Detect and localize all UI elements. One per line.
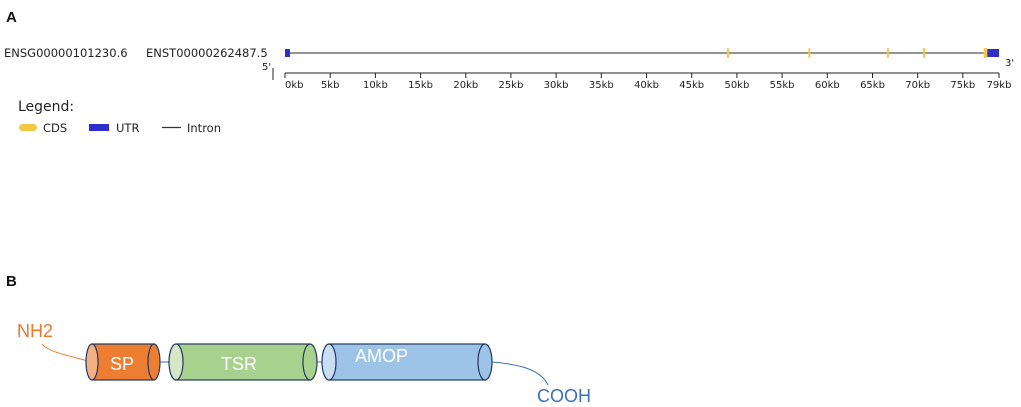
- scale-tick-label-1: 5kb: [321, 80, 340, 91]
- sp-domain: SP: [85, 343, 161, 381]
- n-terminus-label: NH2: [17, 321, 53, 341]
- cds-block-1: [727, 48, 729, 58]
- gene-id: ENSG00000101230.6: [4, 46, 128, 60]
- scale-tick-label-9: 45kb: [679, 80, 704, 91]
- five-prime-label: 5': [262, 62, 271, 73]
- panel-b-label: B: [6, 273, 17, 290]
- cds-block-2: [808, 48, 811, 58]
- scale-tick-label-15: 75kb: [950, 80, 975, 91]
- scale-ticks: 0kb 5kb 10kb 15kb 20kb 25kb 30kb 35kb 40kb 45kb 50…: [284, 73, 1012, 91]
- scale-tick-label-7: 35kb: [589, 80, 614, 91]
- utr-block-0: [285, 49, 290, 57]
- scale-tick-label-2: 10kb: [363, 80, 388, 91]
- scale-tick-label-13: 65kb: [860, 80, 885, 91]
- utr-block-6: [987, 49, 999, 57]
- legend-cds-label: CDS: [43, 121, 67, 135]
- legend-intron-label: Intron: [187, 121, 221, 135]
- n-terminus-connector: [41, 343, 93, 363]
- panel-a-label: A: [6, 9, 17, 26]
- three-prime-label: 3': [1005, 58, 1014, 69]
- legend-utr-swatch: [89, 124, 109, 131]
- scale-tick-label-5: 25kb: [498, 80, 523, 91]
- cds-block-5: [983, 48, 988, 58]
- cds-block-3: [886, 48, 889, 58]
- scale-tick-label-0: 0kb: [285, 80, 304, 91]
- scale-tick-label-6: 30kb: [544, 80, 569, 91]
- scale-tick-label-8: 40kb: [634, 80, 659, 91]
- c-terminus-connector: [491, 361, 549, 386]
- transcript-id: ENST00000262487.5: [146, 46, 268, 60]
- c-terminus-label: COOH: [537, 386, 591, 406]
- scale-tick-label-16: 79kb: [987, 80, 1012, 91]
- sp-label: SP: [110, 354, 134, 374]
- scale-tick-label-11: 55kb: [770, 80, 795, 91]
- tsr-label: TSR: [221, 354, 257, 374]
- tsr-domain: TSR: [168, 343, 318, 381]
- scale-tick-label-14: 70kb: [905, 80, 930, 91]
- scale-tick-label-10: 50kb: [724, 80, 749, 91]
- scale-tick-label-3: 15kb: [408, 80, 433, 91]
- exon-features: [285, 48, 999, 58]
- legend-cds-swatch: [19, 124, 37, 131]
- legend-title: Legend:: [18, 99, 74, 115]
- amop-label: AMOP: [355, 346, 408, 366]
- scale-tick-label-4: 20kb: [453, 80, 478, 91]
- amop-domain: AMOP: [321, 343, 493, 381]
- cds-block-4: [923, 48, 926, 58]
- legend-utr-label: UTR: [116, 121, 139, 135]
- scale-tick-label-12: 60kb: [815, 80, 840, 91]
